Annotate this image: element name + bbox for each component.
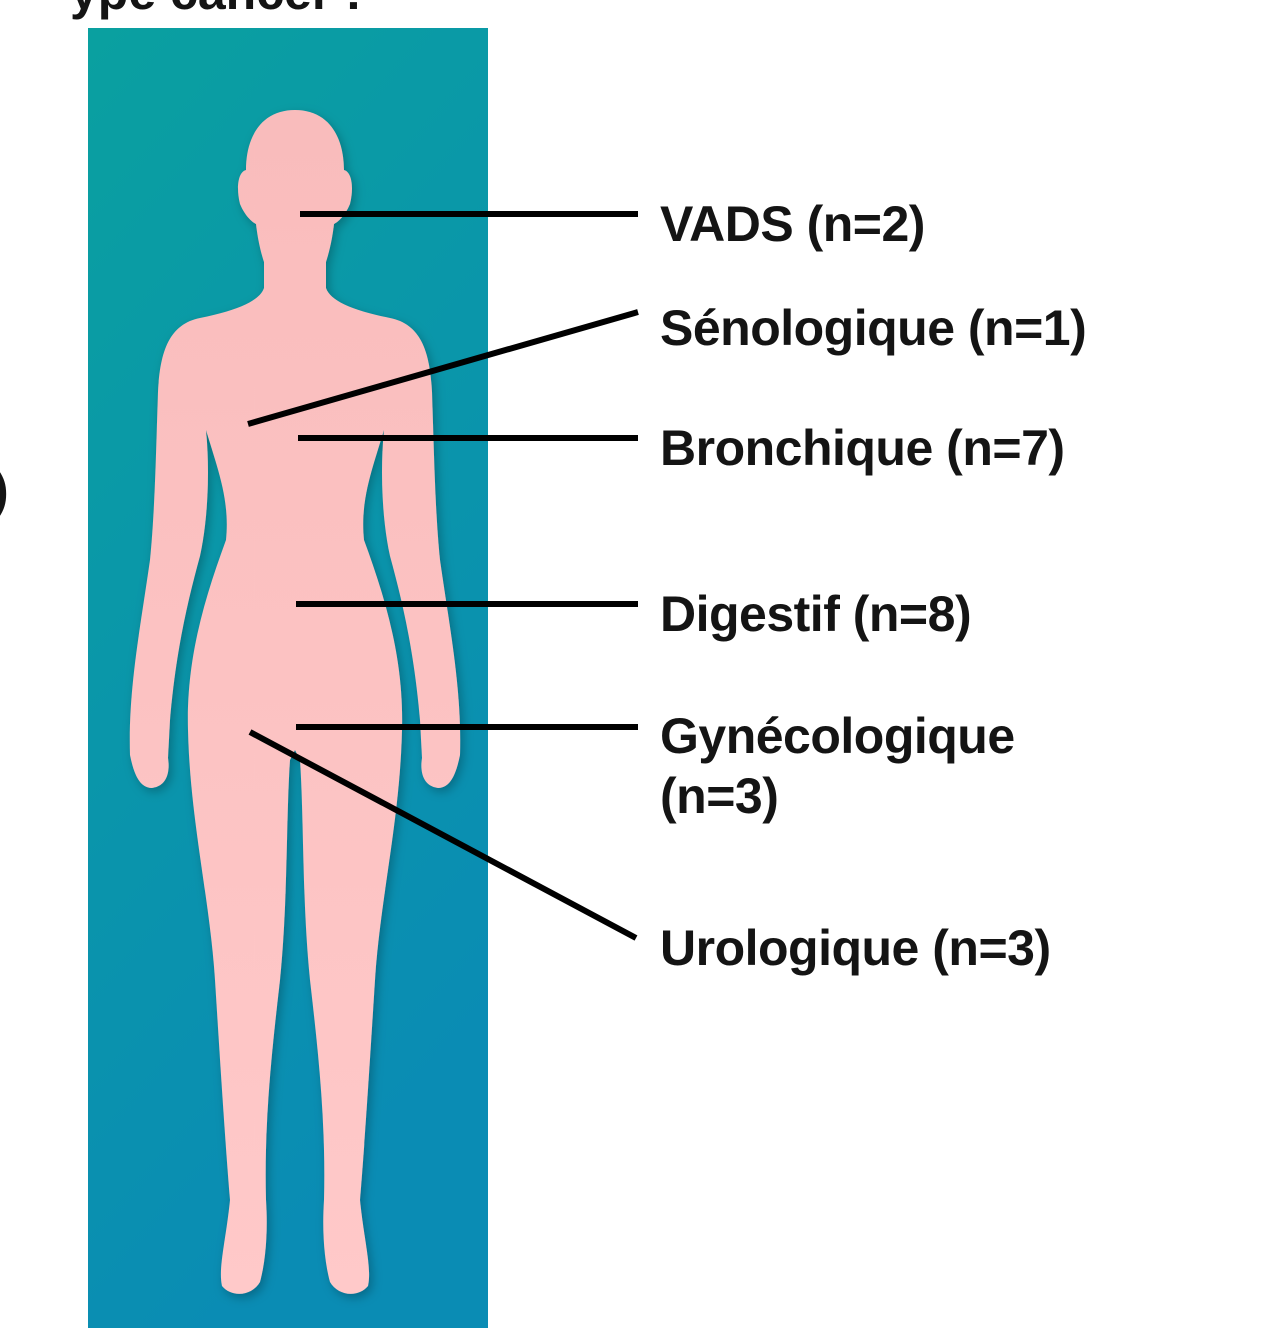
label-digestif: Digestif (n=8) — [660, 584, 971, 644]
clipped-heading: ype cancer : — [70, 0, 362, 22]
label-gynecologique: Gynécologique (n=3) — [660, 706, 1130, 826]
label-senologique: Sénologique (n=1) — [660, 298, 1086, 358]
clipped-left-text: ) — [0, 460, 9, 520]
label-urologique: Urologique (n=3) — [660, 918, 1051, 978]
label-bronchique: Bronchique (n=7) — [660, 418, 1065, 478]
label-vads: VADS (n=2) — [660, 194, 925, 254]
